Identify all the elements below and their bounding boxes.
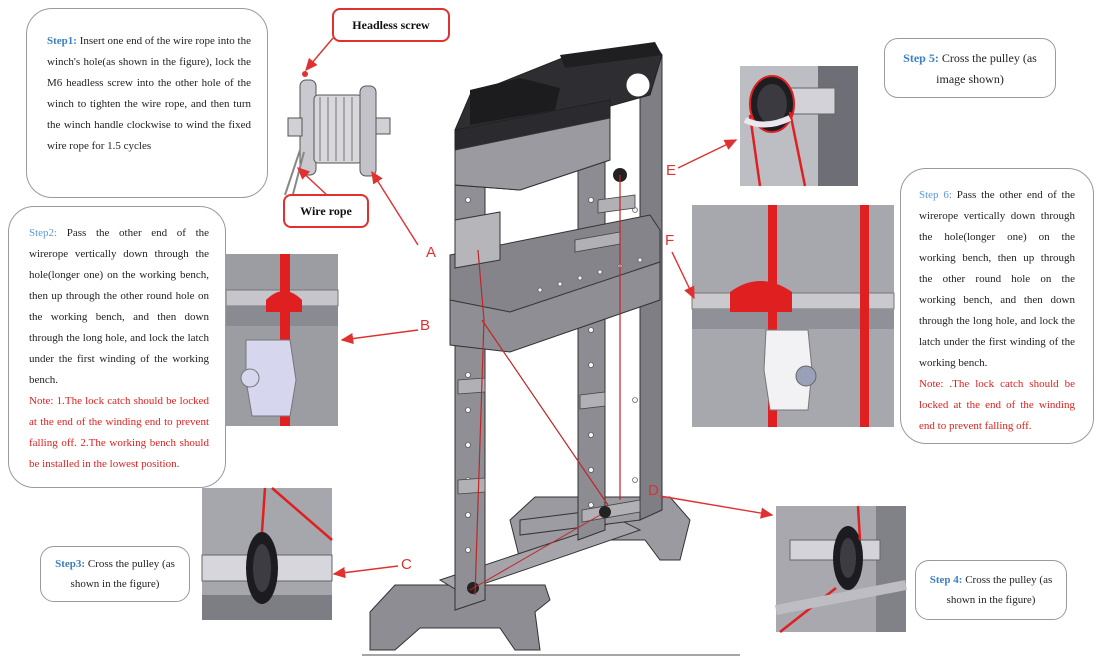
label-e: E [666, 162, 677, 179]
step3-box: Step3: Cross the pulley (as shown in the… [40, 546, 190, 602]
step5-box: Step 5: Cross the pulley (as image shown… [884, 38, 1056, 98]
step4-text: Cross the pulley (as shown in the figure… [946, 574, 1053, 606]
step4-lead: Step 4: [929, 574, 963, 586]
step3-text: Cross the pulley (as shown in the figure… [70, 558, 175, 590]
step1-text: Insert one end of the wire rope into the… [47, 35, 251, 152]
step1-lead: Step1: [47, 35, 77, 47]
step2-text: Pass the other end of the wirerope verti… [29, 227, 210, 386]
step2-note: Note: 1.The lock catch should be locked … [29, 395, 209, 470]
step6-text: Pass the other end of the wirerope verti… [919, 189, 1075, 369]
step2-box: Step2: Pass the other end of the wirerop… [8, 206, 226, 488]
label-a: A [426, 244, 437, 261]
step2-lead: Step2: [29, 227, 58, 239]
step1-box: Step1: Insert one end of the wire rope i… [26, 8, 268, 198]
step6-box: Step 6: Pass the other end of the wirero… [900, 168, 1094, 444]
step3-lead: Step3: [55, 558, 86, 570]
headless-screw-callout: Headless screw [332, 8, 450, 42]
step5-lead: Step 5: [903, 51, 939, 65]
photo-step-e [740, 66, 858, 187]
photo-step-b [225, 254, 339, 426]
photo-step-d [775, 505, 907, 633]
label-d: D [648, 482, 659, 499]
photo-step-c [201, 487, 333, 620]
photo-step-f [691, 205, 895, 427]
wire-rope-callout: Wire rope [283, 194, 369, 228]
press-frame [369, 42, 691, 651]
leader-arrows [296, 37, 774, 579]
label-b: B [420, 317, 431, 334]
label-c: C [401, 556, 412, 573]
step6-note: Note: .The lock catch should be locked a… [919, 378, 1075, 432]
step4-box: Step 4: Cross the pulley (as shown in th… [915, 560, 1067, 620]
step6-lead: Step 6: [919, 189, 952, 201]
label-f: F [665, 232, 675, 249]
step5-text: Cross the pulley (as image shown) [936, 51, 1037, 86]
winch-illustration [284, 71, 391, 199]
